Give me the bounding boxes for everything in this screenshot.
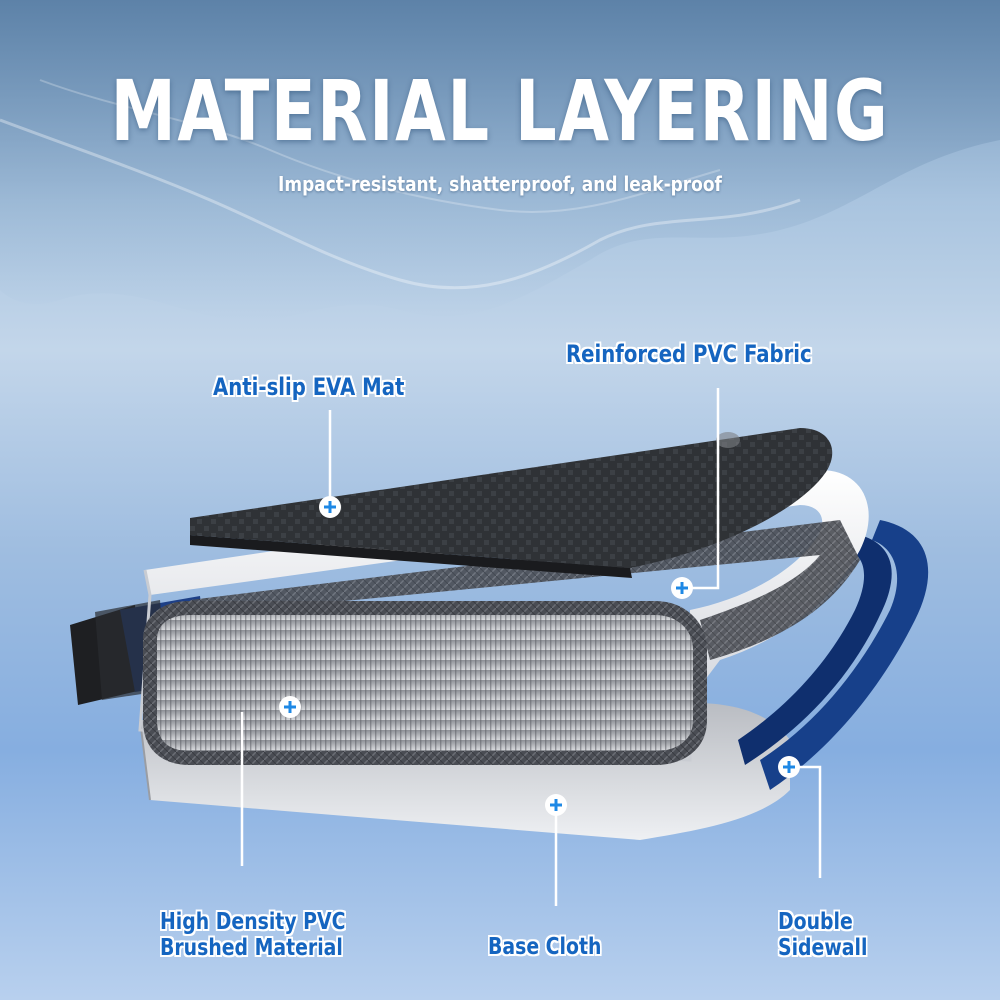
wave-background	[0, 0, 1000, 322]
plus-marker-icon[interactable]	[319, 496, 341, 518]
callout-double-sidewall: Double Sidewall	[778, 909, 867, 961]
plus-marker-icon[interactable]	[671, 577, 693, 599]
callout-brushed-line1: High Density PVC	[160, 909, 346, 935]
page-title: MATERIAL LAYERING	[110, 62, 890, 160]
callout-base-cloth: Base Cloth	[488, 934, 602, 960]
page-subtitle: Impact-resistant, shatterproof, and leak…	[278, 172, 722, 196]
callout-brushed-line2: Brushed Material	[160, 935, 343, 961]
callout-brushed-material: High Density PVC Brushed Material	[160, 909, 345, 961]
plus-marker-icon[interactable]	[279, 696, 301, 718]
callout-sidewall-line2: Sidewall	[778, 935, 868, 961]
callout-sidewall-line1: Double	[778, 909, 853, 935]
plus-marker-icon[interactable]	[545, 794, 567, 816]
callout-eva-mat: Anti-slip EVA Mat	[213, 373, 405, 401]
plus-marker-icon[interactable]	[778, 756, 800, 778]
callout-pvc-fabric: Reinforced PVC Fabric	[566, 340, 812, 368]
